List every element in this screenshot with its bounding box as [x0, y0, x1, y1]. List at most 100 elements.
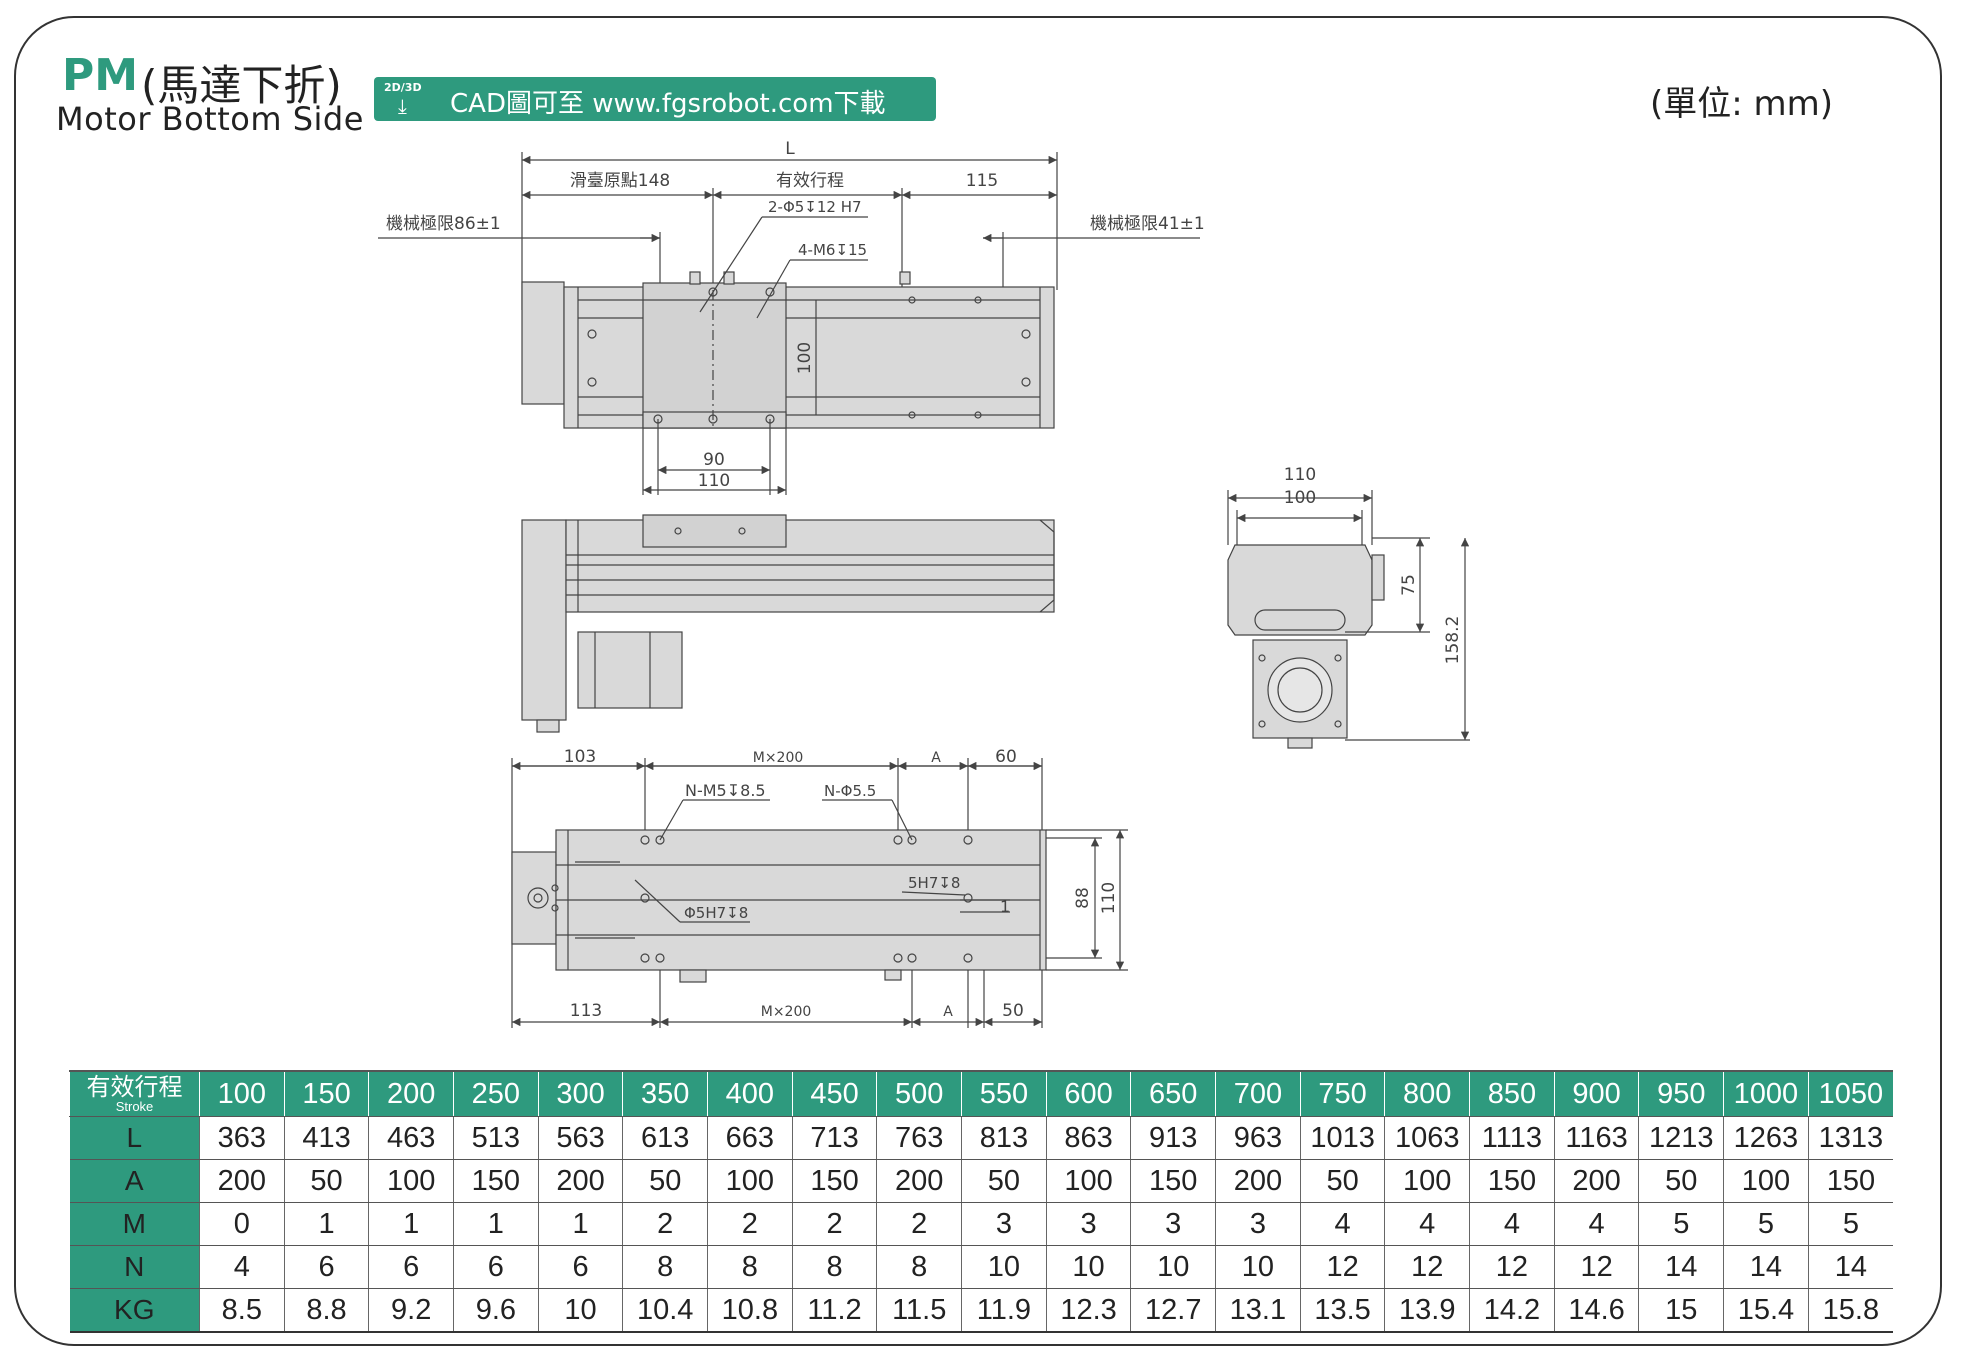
table-cell: 14.2: [1469, 1288, 1555, 1333]
stroke-header-cell: 100: [199, 1071, 285, 1117]
table-cell: 10: [1045, 1245, 1131, 1289]
download-icon: ⤓: [398, 94, 407, 118]
table-cell: 3: [1045, 1202, 1131, 1246]
mech-limit-right-label: 機械極限41±1: [1090, 214, 1205, 234]
table-cell: 2: [707, 1202, 793, 1246]
table-cell: 200: [199, 1159, 285, 1203]
table-cell: 15.4: [1723, 1288, 1809, 1333]
table-cell: 150: [1130, 1159, 1216, 1203]
stroke-header-cell: 500: [876, 1071, 962, 1117]
bottom-dim-88-label: 88: [1073, 887, 1093, 909]
table-cell: 200: [537, 1159, 623, 1203]
table-cell: 100: [1045, 1159, 1131, 1203]
title-chinese: (馬達下折): [141, 61, 342, 110]
table-cell: 363: [199, 1116, 285, 1160]
bottom-view-labels: 103 M×200 A 60 N-M5↧8.5 N-Φ5.5 5H7↧8 Φ5H…: [564, 747, 1119, 1021]
stroke-label-en: Stroke: [115, 1098, 154, 1114]
bottom-dim-1-label: 1: [1000, 897, 1010, 916]
table-cell: 3: [961, 1202, 1047, 1246]
table-cell: 1: [537, 1202, 623, 1246]
table-cell: 1163: [1553, 1116, 1639, 1160]
table-cell: 12: [1553, 1245, 1639, 1289]
table-cell: 713: [791, 1116, 877, 1160]
bottom-dim-103-label: 103: [564, 747, 596, 767]
table-cell: 10: [1215, 1245, 1301, 1289]
stroke-label-zh: 有效行程: [86, 1073, 183, 1101]
cad-download-link[interactable]: CAD圖可至 www.fgsrobot.com下載: [450, 89, 886, 119]
table-cell: 4: [1553, 1202, 1639, 1246]
table-cell: 5: [1723, 1202, 1809, 1246]
table-cell: 5: [1807, 1202, 1893, 1246]
mech-limit-left-label: 機械極限86±1: [386, 214, 501, 234]
row-label: KG: [69, 1288, 200, 1333]
table-cell: 8: [707, 1245, 793, 1289]
table-cell: 100: [707, 1159, 793, 1203]
table-cell: 913: [1130, 1116, 1216, 1160]
row-label: L: [69, 1116, 200, 1160]
table-cell: 3: [1215, 1202, 1301, 1246]
table-cell: 8: [876, 1245, 962, 1289]
table-cell: 14: [1807, 1245, 1893, 1289]
table-cell: 200: [876, 1159, 962, 1203]
table-cell: 12: [1299, 1245, 1385, 1289]
table-cell: 8: [791, 1245, 877, 1289]
table-cell: 2: [876, 1202, 962, 1246]
end-dim-100-label: 100: [1284, 488, 1316, 508]
table-cell: 1313: [1807, 1116, 1893, 1160]
side-view: [521, 514, 1055, 733]
table-cell: 14: [1638, 1245, 1724, 1289]
bottom-dim-a-top-label: A: [931, 750, 941, 766]
unit-label: (單位: mm): [1650, 84, 1834, 124]
table-cell: 663: [707, 1116, 793, 1160]
cad-badge: 2D/3D: [384, 81, 422, 94]
table-cell: 13.5: [1299, 1288, 1385, 1333]
table-cell: 8: [622, 1245, 708, 1289]
table-cell: 563: [537, 1116, 623, 1160]
table-cell: 100: [1384, 1159, 1470, 1203]
cad-download-banner[interactable]: 2D/3D ⤓ CAD圖可至 www.fgsrobot.com下載: [374, 77, 936, 121]
table-cell: 8.8: [283, 1288, 369, 1333]
table-cell: 200: [1553, 1159, 1639, 1203]
table-cell: 150: [791, 1159, 877, 1203]
stroke-header-cell: 200: [368, 1071, 454, 1117]
end-view-labels: 110 100 75 158.2: [1284, 465, 1463, 664]
table-cell: 1: [453, 1202, 539, 1246]
table-cell: 1013: [1299, 1116, 1385, 1160]
table-cell: 1213: [1638, 1116, 1724, 1160]
table-cell: 10.4: [622, 1288, 708, 1333]
callout-pin-label: 2-Φ5↧12 H7: [768, 198, 862, 216]
model-name: PM: [62, 50, 139, 101]
table-cell: 150: [1807, 1159, 1893, 1203]
table-cell: 150: [453, 1159, 539, 1203]
end-view: [1227, 490, 1470, 749]
stroke-header-cell: 750: [1299, 1071, 1385, 1117]
table-cell: 6: [368, 1245, 454, 1289]
stroke-header-cell: 450: [791, 1071, 877, 1117]
table-cell: 150: [1469, 1159, 1555, 1203]
table-cell: 2: [622, 1202, 708, 1246]
table-cell: 613: [622, 1116, 708, 1160]
table-cell: 12: [1384, 1245, 1470, 1289]
dim-90-label: 90: [703, 450, 725, 470]
top-view: [378, 152, 1200, 495]
table-cell: 1113: [1469, 1116, 1555, 1160]
table-cell: 15.8: [1807, 1288, 1893, 1333]
bottom-dim-110-label: 110: [1099, 882, 1119, 914]
stroke-header-cell: 300: [537, 1071, 623, 1117]
table-cell: 10: [537, 1288, 623, 1333]
table-cell: 13.9: [1384, 1288, 1470, 1333]
title-english: Motor Bottom Side: [56, 100, 364, 138]
table-cell: 13.1: [1215, 1288, 1301, 1333]
stroke-header-cell: 250: [453, 1071, 539, 1117]
row-label: M: [69, 1202, 200, 1246]
table-cell: 200: [1215, 1159, 1301, 1203]
table-cell: 15: [1638, 1288, 1724, 1333]
table-cell: 1: [283, 1202, 369, 1246]
table-cell: 100: [368, 1159, 454, 1203]
top-view-labels: L 滑臺原點148 有效行程 115 機械極限86±1 機械極限41±1 2-Φ…: [386, 139, 1205, 491]
